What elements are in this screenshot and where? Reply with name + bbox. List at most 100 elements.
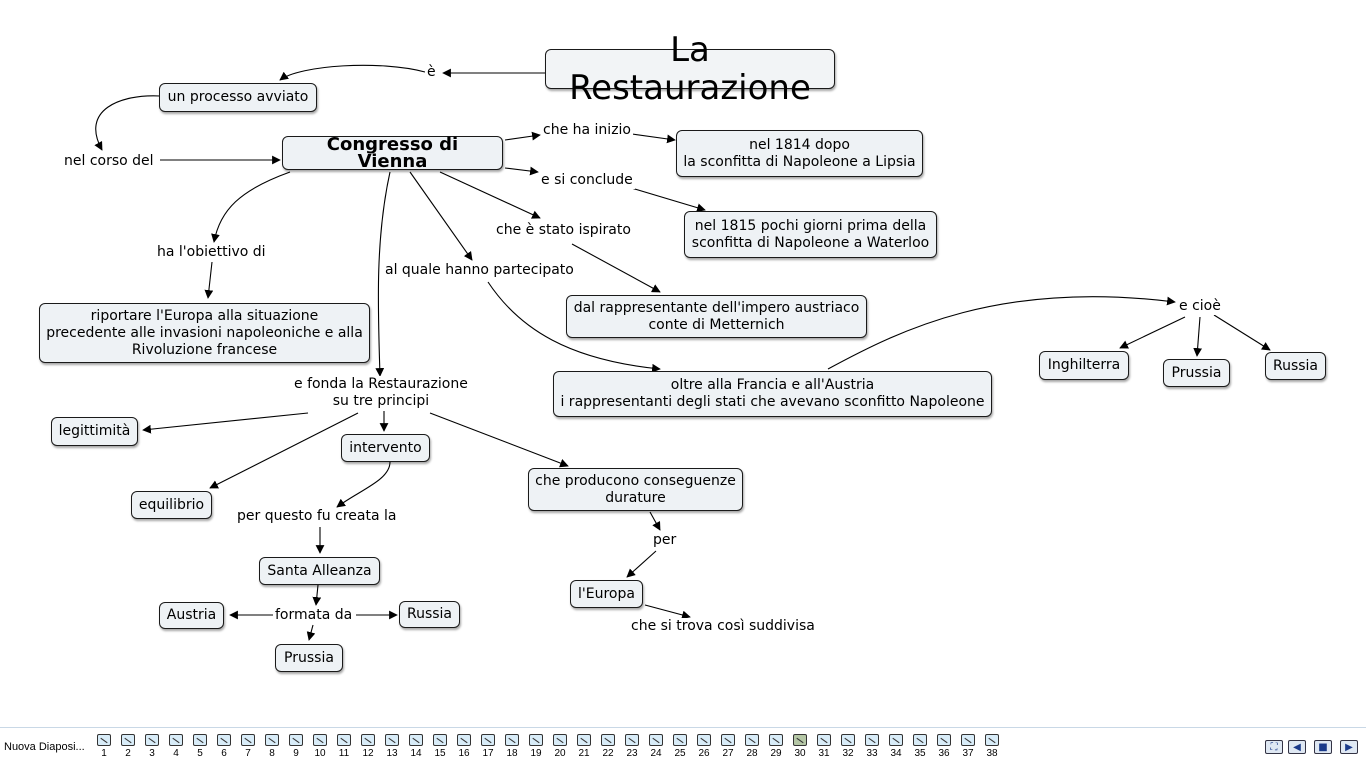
slide-number: 12	[362, 748, 374, 759]
slide-icon	[169, 734, 183, 746]
slide-thumb-9[interactable]: 9	[288, 734, 304, 760]
slide-number: 29	[770, 748, 782, 759]
slide-thumb-30[interactable]: 30	[792, 734, 808, 760]
slide-thumb-26[interactable]: 26	[696, 734, 712, 760]
slide-thumb-17[interactable]: 17	[480, 734, 496, 760]
slide-thumb-35[interactable]: 35	[912, 734, 928, 760]
slide-icon	[145, 734, 159, 746]
slide-thumb-38[interactable]: 38	[984, 734, 1000, 760]
slide-number: 10	[314, 748, 326, 759]
slide-icon	[697, 734, 711, 746]
slide-thumb-33[interactable]: 33	[864, 734, 880, 760]
slide-number: 35	[914, 748, 926, 759]
slide-thumb-1[interactable]: 1	[96, 734, 112, 760]
slide-number: 15	[434, 748, 446, 759]
slide-name-label: Nuova Diaposi...	[4, 741, 85, 753]
slide-icon	[625, 734, 639, 746]
slide-thumb-3[interactable]: 3	[144, 734, 160, 760]
slide-thumb-12[interactable]: 12	[360, 734, 376, 760]
slide-thumb-29[interactable]: 29	[768, 734, 784, 760]
slide-number: 2	[125, 748, 131, 759]
slide-thumb-11[interactable]: 11	[336, 734, 352, 760]
slide-thumb-21[interactable]: 21	[576, 734, 592, 760]
next-slide-icon[interactable]: ▶	[1340, 740, 1358, 754]
slide-thumb-15[interactable]: 15	[432, 734, 448, 760]
slide-number: 22	[602, 748, 614, 759]
slide-thumb-36[interactable]: 36	[936, 734, 952, 760]
slide-icon	[649, 734, 663, 746]
slide-number: 11	[338, 748, 350, 759]
slide-icon	[769, 734, 783, 746]
obiettivo-node: riportare l'Europa alla situazione prece…	[39, 303, 370, 363]
slide-thumb-5[interactable]: 5	[192, 734, 208, 760]
slide-icon	[529, 734, 543, 746]
previous-slide-icon[interactable]: ◀	[1288, 740, 1306, 754]
slide-icon	[505, 734, 519, 746]
slide-icon	[97, 734, 111, 746]
slide-icon	[265, 734, 279, 746]
slide-icon	[193, 734, 207, 746]
slide-thumb-13[interactable]: 13	[384, 734, 400, 760]
slide-icon	[481, 734, 495, 746]
slide-number: 20	[554, 748, 566, 759]
slide-icon	[865, 734, 879, 746]
link-al-quale: al quale hanno partecipato	[383, 262, 576, 279]
stop-icon[interactable]: ■	[1314, 740, 1332, 754]
slide-icon	[385, 734, 399, 746]
slide-thumb-34[interactable]: 34	[888, 734, 904, 760]
slide-number: 31	[818, 748, 830, 759]
link-ha-obiettivo: ha l'obiettivo di	[155, 244, 268, 261]
title-node: La Restaurazione	[545, 31, 835, 107]
slide-thumb-8[interactable]: 8	[264, 734, 280, 760]
slide-icon	[817, 734, 831, 746]
slide-icon	[985, 734, 999, 746]
slide-icon	[289, 734, 303, 746]
slide-thumb-20[interactable]: 20	[552, 734, 568, 760]
slide-icon	[913, 734, 927, 746]
slide-number: 6	[221, 748, 227, 759]
slide-number: 1	[101, 748, 107, 759]
slide-thumb-18[interactable]: 18	[504, 734, 520, 760]
slide-thumb-16[interactable]: 16	[456, 734, 472, 760]
slide-icon	[121, 734, 135, 746]
slide-thumb-32[interactable]: 32	[840, 734, 856, 760]
slide-thumb-22[interactable]: 22	[600, 734, 616, 760]
link-e: è	[425, 64, 438, 81]
slide-icon	[361, 734, 375, 746]
slide-icon	[793, 734, 807, 746]
slide-thumb-25[interactable]: 25	[672, 734, 688, 760]
slide-thumb-24[interactable]: 24	[648, 734, 664, 760]
slide-thumb-7[interactable]: 7	[240, 734, 256, 760]
congresso-node: Congresso di Vienna	[282, 136, 503, 171]
inizio-1814-node: nel 1814 dopo la sconfitta di Napoleone …	[676, 130, 923, 177]
slide-number: 19	[530, 748, 542, 759]
slide-thumb-27[interactable]: 27	[720, 734, 736, 760]
intervento-node: intervento	[341, 434, 430, 462]
legittimita-node: legittimità	[51, 417, 138, 446]
slide-number: 26	[698, 748, 710, 759]
link-e-si-conclude: e si conclude	[539, 172, 635, 189]
slide-thumb-10[interactable]: 10	[312, 734, 328, 760]
slide-number: 4	[173, 748, 179, 759]
slide-number: 7	[245, 748, 251, 759]
slide-thumb-2[interactable]: 2	[120, 734, 136, 760]
slide-thumb-19[interactable]: 19	[528, 734, 544, 760]
slide-icon	[409, 734, 423, 746]
slide-thumb-14[interactable]: 14	[408, 734, 424, 760]
slide-thumb-31[interactable]: 31	[816, 734, 832, 760]
slide-number: 8	[269, 748, 275, 759]
europa-node: l'Europa	[570, 580, 643, 608]
slide-thumb-6[interactable]: 6	[216, 734, 232, 760]
prussia-node: Prussia	[1163, 359, 1230, 387]
fit-icon[interactable]: ⛶	[1265, 740, 1283, 754]
link-suddivisa: che si trova così suddivisa	[629, 618, 817, 635]
processo-node: un processo avviato	[159, 83, 317, 112]
slide-icon	[313, 734, 327, 746]
partecipanti-node: oltre alla Francia e all'Austria i rappr…	[553, 371, 992, 417]
slide-icon	[601, 734, 615, 746]
slide-thumb-28[interactable]: 28	[744, 734, 760, 760]
slide-thumb-37[interactable]: 37	[960, 734, 976, 760]
slide-thumb-4[interactable]: 4	[168, 734, 184, 760]
slide-thumb-23[interactable]: 23	[624, 734, 640, 760]
